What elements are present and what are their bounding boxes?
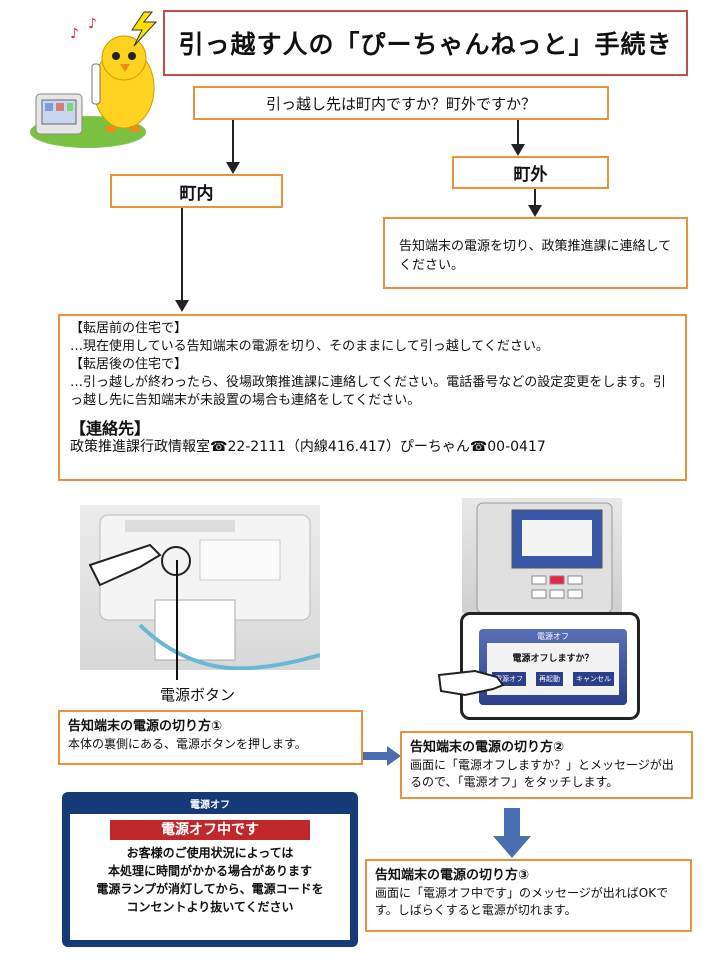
svg-text:♪: ♪ bbox=[70, 26, 79, 42]
before-move-heading: 【転居前の住宅で】 bbox=[70, 321, 188, 336]
arrow-head-out-msg bbox=[528, 205, 542, 217]
step-3-heading: 告知端末の電源の切り方③ bbox=[375, 868, 530, 883]
after-move-text: …引っ越しが終わったら、役場政策推進課に連絡してください。電話番号などの設定変更… bbox=[70, 375, 666, 408]
down-arrow-icon bbox=[493, 808, 531, 858]
arrow-head-out bbox=[511, 144, 525, 156]
off-screen-title: 電源オフ bbox=[190, 800, 230, 811]
contact-details: 政策推進課行政情報室☎22-2111（内線416.417）ぴーちゃん☎00-04… bbox=[70, 439, 546, 455]
power-off-dialog: 電源オフ 電源オフしますか？ 電源オフ 再起動 キャンセル bbox=[479, 629, 627, 705]
off-screen-line: 電源ランプが消灯してから、電源コードを bbox=[96, 882, 324, 896]
terminal-front-drawing bbox=[476, 502, 613, 613]
terminal-front-photo bbox=[462, 498, 622, 613]
right-arrow-icon bbox=[363, 746, 401, 766]
inside-town-instructions: 【転居前の住宅で】 …現在使用している告知端末の電源を切り、そのままにして引っ越… bbox=[58, 314, 687, 481]
arrow-head-in-info bbox=[175, 300, 189, 312]
after-move-heading: 【転居後の住宅で】 bbox=[70, 357, 188, 372]
zoom-callout: 電源オフ 電源オフしますか？ 電源オフ 再起動 キャンセル bbox=[437, 612, 640, 720]
power-off-in-progress-screen: 電源オフ 電源オフ中です お客様のご使用状況によっては 本処理に時間がかかる場合… bbox=[62, 792, 358, 947]
page-title: 引っ越す人の「ぴーちゃんねっと」手続き bbox=[163, 10, 688, 76]
off-screen-line: コンセントより抜いてください bbox=[126, 900, 294, 914]
arrow-in-info bbox=[181, 208, 183, 302]
dialog-question: 電源オフしますか？ bbox=[512, 654, 594, 664]
before-move-text: …現在使用している告知端末の電源を切り、そのままにして引っ越してください。 bbox=[70, 339, 549, 354]
cancel-button[interactable]: キャンセル bbox=[573, 672, 614, 686]
step-1-text: 本体の裏側にある、電源ボタンを押します。 bbox=[68, 737, 307, 751]
arrow-head-in bbox=[226, 162, 240, 174]
step-2: 告知端末の電源の切り方② 画面に「電源オフしますか？」とメッセージが出るので、「… bbox=[400, 731, 693, 799]
contact-heading: 【連絡先】 bbox=[70, 419, 151, 438]
location-question: 引っ越し先は町内ですか？町外ですか？ bbox=[193, 86, 609, 120]
power-button-label: 電源ボタン bbox=[160, 686, 236, 704]
arrow-to-out bbox=[517, 120, 519, 146]
step-1-heading: 告知端末の電源の切り方① bbox=[68, 719, 223, 734]
off-screen-line: お客様のご使用状況によっては bbox=[126, 846, 294, 860]
outside-town-message: 告知端末の電源を切り、政策推進課に連絡してください。 bbox=[383, 217, 688, 289]
off-screen-status: 電源オフ中です bbox=[110, 820, 310, 840]
off-screen-line: 本処理に時間がかかる場合があります bbox=[107, 864, 312, 878]
arrow-out-msg bbox=[534, 189, 536, 207]
svg-text:♪: ♪ bbox=[88, 16, 97, 32]
step-2-text: 画面に「電源オフしますか？」とメッセージが出るので、「電源オフ」をタッチします。 bbox=[410, 758, 674, 789]
dialog-title: 電源オフ bbox=[537, 632, 569, 641]
step-3: 告知端末の電源の切り方③ 画面に「電源オフ中です」のメッセージが出ればOKです。… bbox=[365, 859, 692, 932]
restart-button[interactable]: 再起動 bbox=[536, 672, 563, 686]
step-1: 告知端末の電源の切り方① 本体の裏側にある、電源ボタンを押します。 bbox=[58, 710, 363, 765]
pointing-hand-icon bbox=[437, 669, 505, 697]
terminal-back-drawing bbox=[88, 514, 320, 670]
terminal-back-photo bbox=[80, 505, 320, 670]
mascot-illustration: ♪ ♪ bbox=[30, 11, 158, 148]
step-3-text: 画面に「電源オフ中です」のメッセージが出ればOKです。しばらくすると電源が切れま… bbox=[375, 886, 669, 917]
off-screen-body: 電源オフ中です お客様のご使用状況によっては 本処理に時間がかかる場合があります… bbox=[70, 814, 350, 940]
arrow-to-in bbox=[232, 120, 234, 164]
dialog-body: 電源オフしますか？ 電源オフ 再起動 キャンセル bbox=[487, 643, 619, 695]
step-2-heading: 告知端末の電源の切り方② bbox=[410, 740, 565, 755]
dialog-buttons: 電源オフ 再起動 キャンセル bbox=[487, 672, 619, 686]
branch-outside-town: 町外 bbox=[452, 156, 609, 189]
power-button-pointer-line bbox=[176, 560, 178, 680]
branch-inside-town: 町内 bbox=[110, 174, 283, 208]
